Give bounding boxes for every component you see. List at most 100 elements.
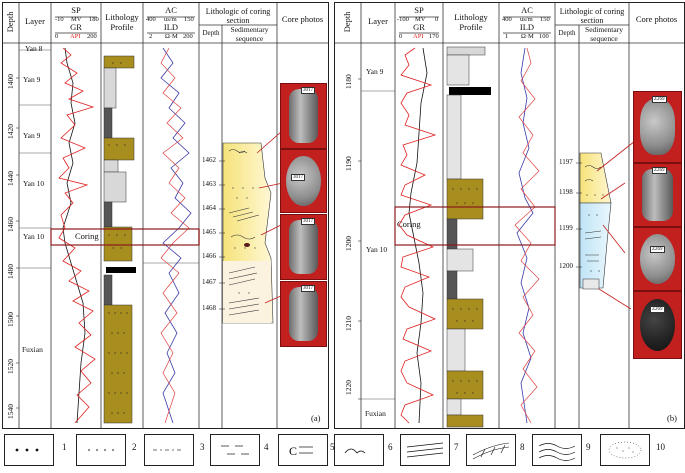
ild-scale-unit: Ω·M <box>521 33 534 40</box>
lithology-header: Lithology Profile <box>454 12 488 32</box>
legend-number: 1 <box>62 442 67 452</box>
section-depth: 1199 <box>559 224 573 232</box>
section-depth: 1200 <box>559 262 573 270</box>
depth-header: Depth <box>342 11 353 33</box>
legend-number: 3 <box>200 442 205 452</box>
legend-number: 7 <box>454 442 459 452</box>
legend-symbol-wavy-bedding <box>532 434 582 466</box>
photo-label: Z269 <box>652 167 667 174</box>
legend-symbol-fine-sandstone <box>600 434 650 466</box>
ild-scale-max: 100 <box>539 33 549 40</box>
panel-label: (a) <box>311 413 321 423</box>
depth-tick: 1180 <box>344 74 353 89</box>
panel-label: (b) <box>667 413 677 423</box>
section-depth: 1465 <box>202 228 216 236</box>
legend-number: 4 <box>264 442 269 452</box>
core-photo: 3017 <box>280 214 327 280</box>
layer-label: Yan 10 <box>366 245 388 254</box>
layer-tag-top: Yan 8 <box>25 44 43 53</box>
legend-number: 2 <box>132 442 137 452</box>
ac-scale-unit: us/m <box>520 16 533 23</box>
legend-symbol-coarse-sandstone <box>4 434 54 466</box>
depth-tick: 1220 <box>344 380 353 395</box>
sp-scale-unit: MV <box>415 16 426 23</box>
svg-text:C: C <box>289 444 297 458</box>
lithology-header: Lithology Profile <box>105 12 139 32</box>
ac-scale-unit: us/m <box>164 16 177 23</box>
core-photo: Z269 <box>633 91 682 163</box>
legend-number: 8 <box>520 442 525 452</box>
gr-scale-max: 170 <box>429 33 439 40</box>
sp-scale-min: -100 <box>397 16 409 23</box>
panel-a-frame <box>3 3 328 428</box>
sp-scale-min: -10 <box>55 16 64 23</box>
depth-tick: 1400 <box>6 74 15 89</box>
sedimentary-header: Sedimentary sequence <box>585 25 623 43</box>
section-depth: 1463 <box>202 180 216 188</box>
core-photo: Z269 <box>633 163 682 227</box>
core-photo: Z269 <box>633 227 682 291</box>
panel-b: Depth Layer SP -100 MV 0 GR 0 API 170 Li… <box>334 2 685 429</box>
sp-scale-max: 180 <box>89 16 99 23</box>
photo-label: Z269 <box>650 306 665 313</box>
legend-symbol-medium-sandstone <box>76 434 126 466</box>
photo-label: 3017 <box>291 174 305 181</box>
depth-tick: 1500 <box>6 312 15 327</box>
ac-scale-min: 400 <box>502 16 512 23</box>
ac-header: AC <box>521 5 533 15</box>
layer-header: Layer <box>25 16 45 26</box>
panel-b-frame <box>335 3 684 428</box>
layer-label: Yan 10 <box>23 179 45 188</box>
depth-tick: 1540 <box>6 404 15 419</box>
coring-depth-header: Depth <box>202 29 220 37</box>
depth-tick: 1460 <box>6 217 15 232</box>
photo-label: 3017 <box>301 285 315 292</box>
gr-scale-unit: API <box>70 33 81 40</box>
gr-header: GR <box>413 22 425 32</box>
photo-label: 3017 <box>301 87 315 94</box>
ild-header: ILD <box>163 22 179 32</box>
gr-scale-min: 0 <box>55 33 59 40</box>
legend-number: 5 <box>330 442 335 452</box>
sp-header: SP <box>414 5 424 15</box>
section-depth: 1197 <box>559 158 573 166</box>
depth-tick: 1200 <box>344 236 353 251</box>
core-photos-header: Core photos <box>635 14 678 24</box>
depth-header: Depth <box>5 11 16 33</box>
legend-number: 10 <box>656 442 665 452</box>
section-depth: 1464 <box>202 204 216 212</box>
ild-scale-max: 200 <box>183 33 193 40</box>
ac-scale-max: 150 <box>184 16 194 23</box>
section-depth: 1462 <box>202 156 216 164</box>
coring-depth-header: Depth <box>558 29 576 37</box>
coring-label: Coring <box>397 219 421 229</box>
ac-scale-max: 150 <box>540 16 550 23</box>
ac-scale-min: 400 <box>146 16 156 23</box>
gr-header: GR <box>70 22 82 32</box>
legend-symbol-flaser-bedding <box>334 434 384 466</box>
legend: 1 2 3 4 C 5 6 7 8 9 10 <box>2 428 683 471</box>
sp-scale-max: 0 <box>435 16 439 23</box>
photo-label: Z269 <box>652 96 667 103</box>
section-depth: 1466 <box>202 252 216 260</box>
core-photo: Z269 <box>633 291 682 359</box>
legend-symbol-carbonaceous-mudstone: C <box>278 434 328 466</box>
gr-scale-min: 0 <box>399 33 403 40</box>
sedimentary-header: Sedimentary sequence <box>230 25 269 43</box>
ild-scale-min: 2 <box>149 33 153 40</box>
coring-section-header: Lithologic of coring section <box>205 7 271 26</box>
depth-tick: 1190 <box>344 156 353 171</box>
depth-tick: 1420 <box>6 124 15 139</box>
ild-header: ILD <box>519 22 535 32</box>
depth-tick: 1480 <box>6 264 15 279</box>
coring-label: Coring <box>75 231 99 241</box>
sp-header: SP <box>71 5 81 15</box>
photo-label: Z269 <box>650 246 665 253</box>
coring-section-header: Lithologic of coring section <box>559 7 625 26</box>
section-depth: 1198 <box>559 188 573 196</box>
legend-symbol-cross-bedding <box>466 434 516 466</box>
layer-label: Yan 9 <box>23 131 41 140</box>
core-photo: 3017 <box>280 281 327 347</box>
core-photos-header: Core photos <box>281 14 324 24</box>
section-depth: 1467 <box>202 278 216 286</box>
